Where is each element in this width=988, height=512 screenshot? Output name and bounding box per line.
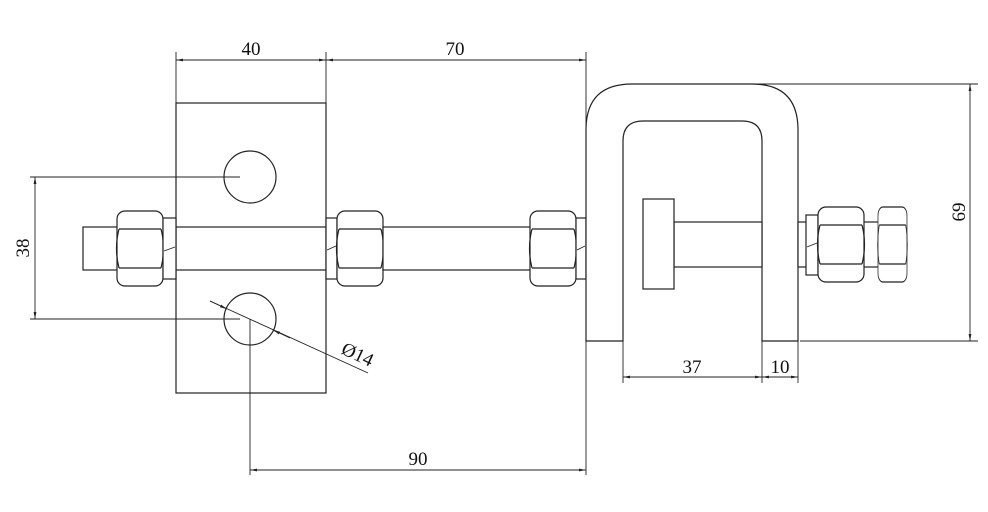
dimension-lines bbox=[33, 52, 978, 475]
hatched-block bbox=[30, 102, 327, 475]
washer bbox=[162, 217, 177, 280]
hex-nut bbox=[816, 206, 866, 283]
u-shackle bbox=[585, 83, 908, 342]
dim-block-to-shackle: 70 bbox=[446, 39, 465, 60]
hex-nut bbox=[335, 210, 385, 287]
pin bbox=[673, 221, 763, 268]
dim-hole-spacing: 38 bbox=[13, 239, 34, 258]
pin-head bbox=[642, 198, 675, 290]
threaded-rod-assembly bbox=[82, 210, 587, 287]
dim-shackle-height: 69 bbox=[949, 203, 970, 222]
dim-shackle-inner-width: 37 bbox=[683, 357, 702, 378]
hex-nut bbox=[528, 210, 578, 287]
rod bbox=[382, 226, 532, 271]
dim-hole-diameter: Ø14 bbox=[338, 339, 377, 372]
dim-shackle-thickness: 10 bbox=[771, 357, 790, 378]
dim-block-width: 40 bbox=[242, 39, 261, 60]
dim-hole-to-shackle: 90 bbox=[409, 449, 428, 470]
washer bbox=[325, 217, 338, 280]
hex-nut bbox=[115, 210, 165, 287]
lock-nut bbox=[877, 206, 908, 283]
